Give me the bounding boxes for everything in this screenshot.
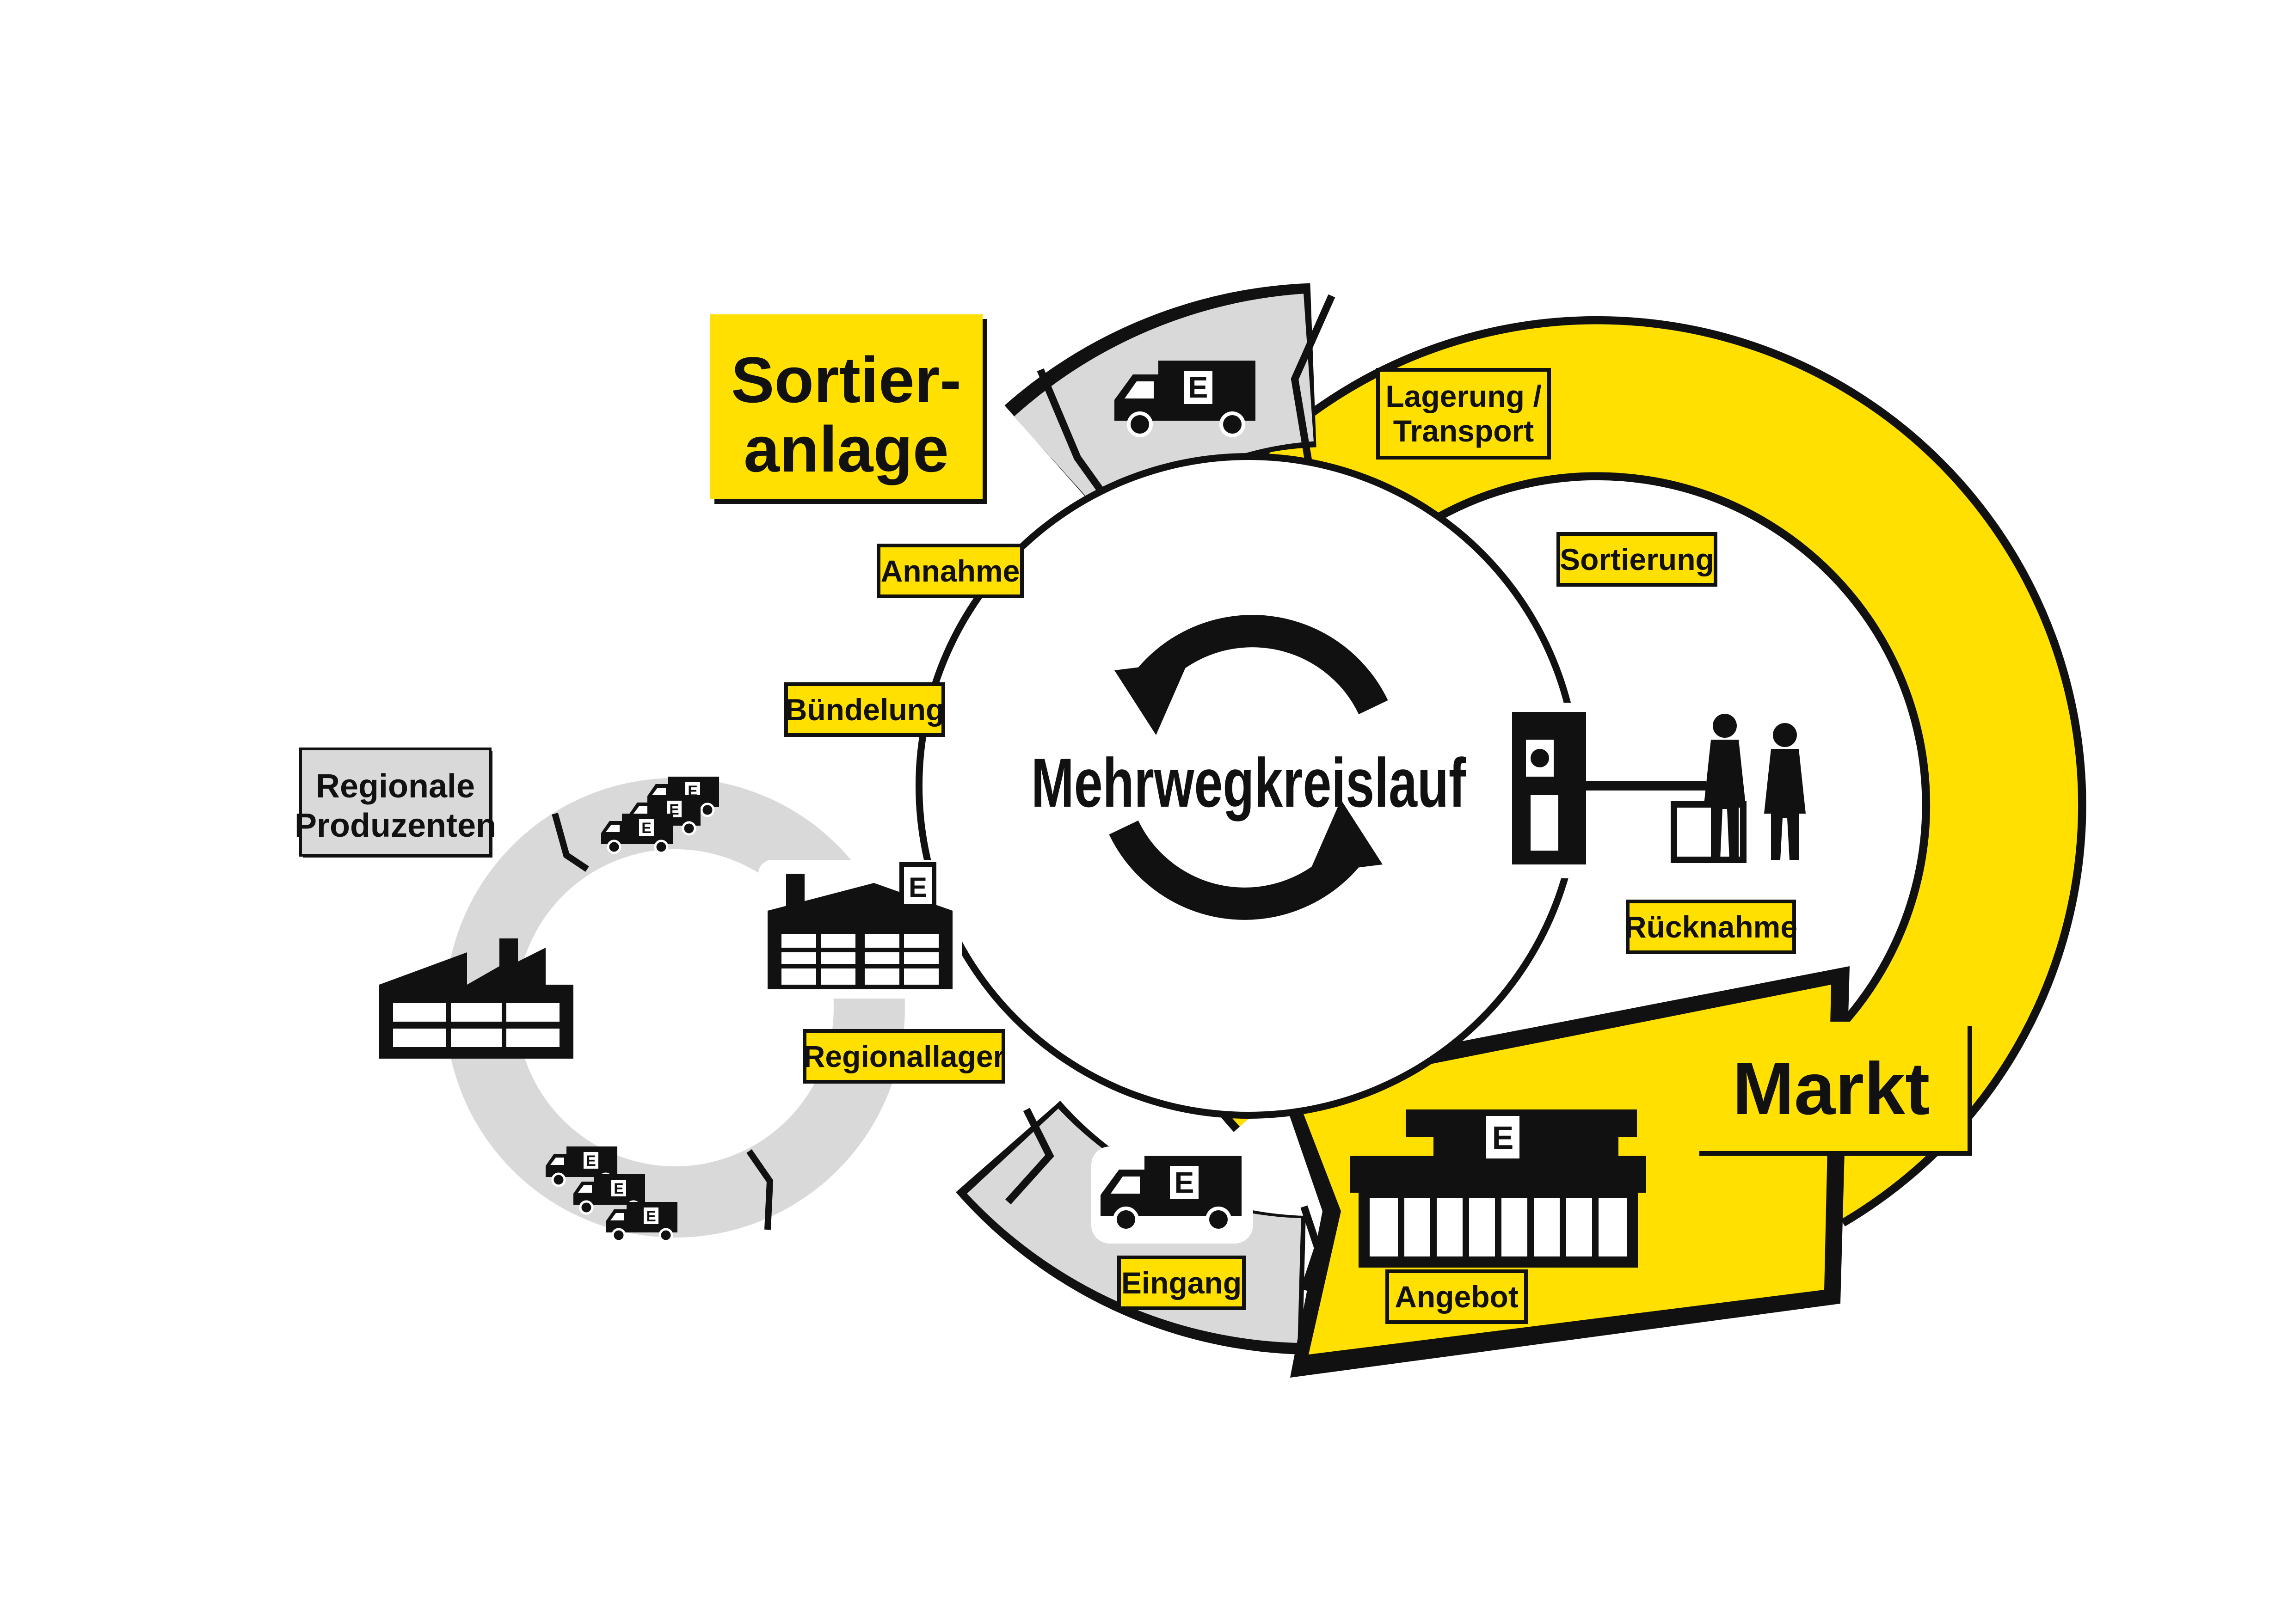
svg-text:Markt: Markt: [1733, 1047, 1930, 1130]
svg-text:Regionale: Regionale: [316, 768, 475, 805]
svg-text:Angebot: Angebot: [1395, 1280, 1519, 1314]
label-buendelung: Bündelung: [784, 682, 945, 737]
svg-text:Rücknahme: Rücknahme: [1624, 910, 1797, 944]
svg-text:anlage: anlage: [744, 413, 949, 485]
heading-markt: Markt: [1695, 1022, 1972, 1156]
svg-text:Eingang: Eingang: [1121, 1266, 1242, 1300]
center-title: Mehrwegkreislauf: [1031, 744, 1466, 821]
person-icon: [1704, 714, 1746, 860]
factory-icon: [379, 938, 573, 1059]
person-icon: [1764, 723, 1806, 860]
svg-text:Lagerung /: Lagerung /: [1385, 379, 1541, 413]
supermarket-icon: E: [1350, 1109, 1646, 1268]
svg-text:Sortier-: Sortier-: [731, 343, 961, 416]
truck-icon: [1091, 1146, 1253, 1244]
svg-text:Regionallager: Regionallager: [803, 1039, 1005, 1073]
svg-text:Produzenten: Produzenten: [295, 807, 496, 844]
svg-text:E: E: [1492, 1120, 1514, 1156]
label-eingang: Eingang: [1117, 1256, 1246, 1310]
label-angebot: Angebot: [1385, 1269, 1528, 1324]
label-lagerung-transport: Lagerung / Transport: [1376, 368, 1551, 460]
svg-text:Bündelung: Bündelung: [785, 692, 945, 727]
warehouse-icon: E: [758, 860, 962, 999]
label-annahme: Annahme: [877, 544, 1024, 598]
label-regionallager: Regionallager: [803, 1029, 1005, 1084]
svg-text:Transport: Transport: [1393, 414, 1534, 448]
svg-text:Annahme: Annahme: [881, 554, 1020, 588]
label-sortierung: Sortierung: [1556, 532, 1717, 587]
heading-regionale-produzenten: Regionale Produzenten: [295, 748, 496, 858]
cycle-arrows-icon: [1109, 615, 1388, 920]
heading-sortieranlage: Sortier- anlage: [710, 314, 987, 504]
svg-text:E: E: [909, 872, 927, 903]
label-ruecknahme: Rücknahme: [1624, 900, 1797, 954]
svg-text:Sortierung: Sortierung: [1560, 542, 1714, 576]
